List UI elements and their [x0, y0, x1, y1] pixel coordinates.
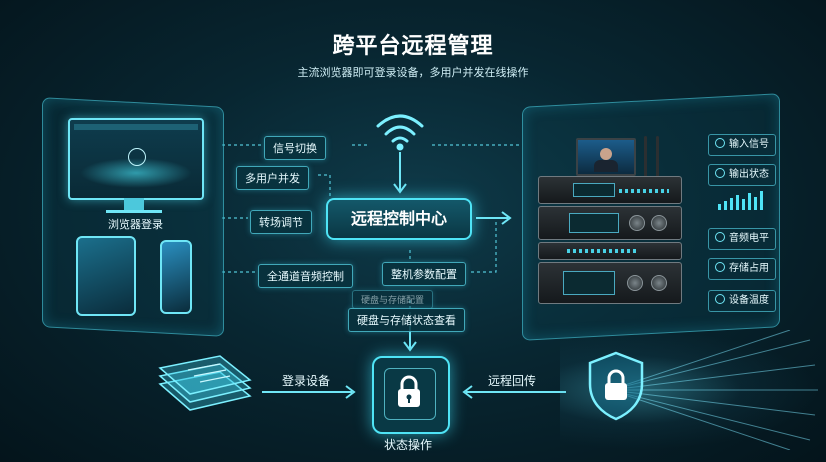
- rack-unit-2: [538, 206, 682, 240]
- light-rays: [609, 330, 818, 450]
- lock-inner-frame: [384, 368, 436, 420]
- pill-transition: 转场调节: [250, 210, 312, 234]
- download-icon: [128, 148, 146, 166]
- status-operation-label: 状态操作: [384, 438, 433, 452]
- antenna-left: [644, 136, 647, 180]
- page-title: 跨平台远程管理: [332, 34, 494, 59]
- status-dot-icon: [715, 168, 725, 178]
- wifi-icon: [376, 114, 424, 151]
- pill-device-params: 整机参数配置: [382, 262, 466, 286]
- pill-audio-control: 全通道音频控制: [258, 264, 353, 288]
- monitor-illustration: [68, 118, 204, 200]
- tag-output-status: 输出状态: [708, 164, 776, 186]
- rack-unit-1: [538, 176, 682, 204]
- lock-icon: [398, 375, 420, 407]
- tablet-illustration: [76, 236, 136, 316]
- remote-return-label: 远程回传: [488, 374, 537, 388]
- monitor-stand: [124, 198, 144, 210]
- preview-monitor: [576, 138, 636, 176]
- antenna-right: [656, 136, 659, 180]
- shield-lock-icon: [588, 351, 644, 421]
- browser-login-label: 浏览器登录: [108, 218, 163, 231]
- tag-storage-usage: 存储占用: [708, 258, 776, 280]
- pill-signal-switch: 信号切换: [264, 136, 326, 160]
- page-subtitle: 主流浏览器即可登录设备，多用户并发在线操作: [297, 66, 529, 79]
- remote-control-hub: 远程控制中心: [326, 198, 472, 240]
- tag-audio-level: 音频电平: [708, 228, 776, 250]
- status-dot-icon: [715, 262, 725, 272]
- phone-illustration: [160, 240, 192, 314]
- pill-multi-user: 多用户并发: [236, 166, 309, 190]
- status-dot-icon: [715, 138, 725, 148]
- rack-unit-4: [538, 262, 682, 304]
- status-dot-icon: [715, 294, 725, 304]
- pill-storage-check: 硬盘与存储状态查看: [348, 308, 465, 332]
- pill-ghost-params: 硬盘与存储配置: [352, 290, 434, 309]
- tag-input-signal: 输入信号: [708, 134, 776, 156]
- tag-device-temp: 设备温度: [708, 290, 776, 312]
- document-stack-icon: [158, 355, 252, 411]
- rack-unit-3: [538, 242, 682, 260]
- status-dot-icon: [715, 232, 725, 242]
- monitor-base: [106, 210, 162, 213]
- level-meter-icon: [718, 191, 763, 210]
- login-device-label: 登录设备: [282, 374, 331, 388]
